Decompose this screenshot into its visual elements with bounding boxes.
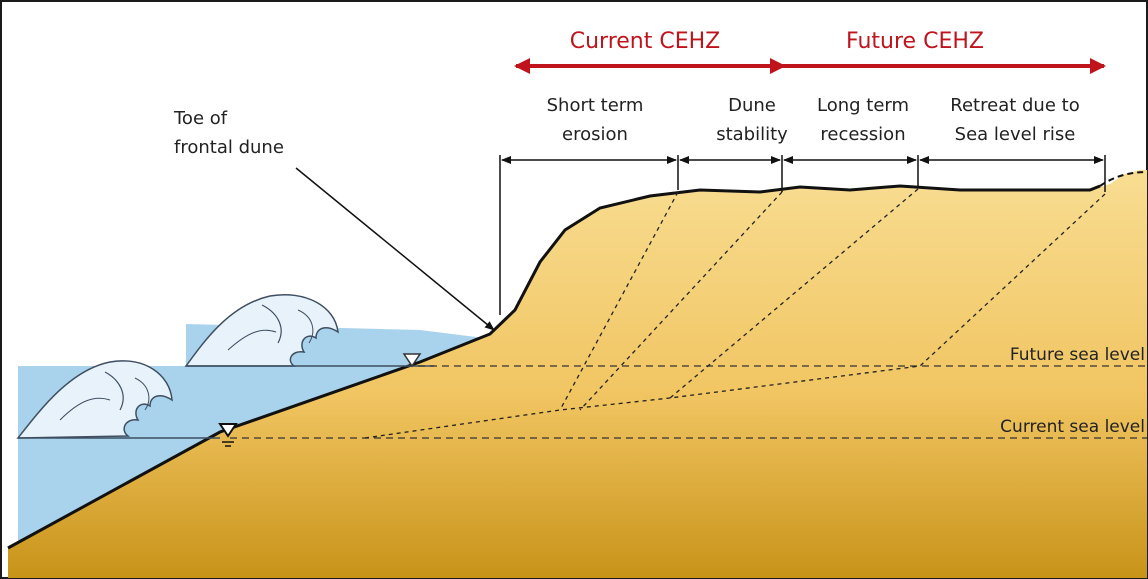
toe-pointer-arrow xyxy=(295,167,495,331)
future-sea-level-label: Future sea level xyxy=(1010,345,1145,365)
dune-stability-label-2: stability xyxy=(716,124,788,145)
future-water-level-icon xyxy=(402,353,422,368)
wave-upper-icon xyxy=(184,294,434,367)
short-term-label-2: erosion xyxy=(562,124,628,145)
toe-label-line2: frontal dune xyxy=(174,137,284,158)
future-profile-dashed xyxy=(1099,171,1148,187)
cehz-divider-arrow xyxy=(770,58,786,74)
long-term-label-2: recession xyxy=(820,124,905,145)
wave-lower-icon xyxy=(16,360,220,439)
erosion-profile-lines xyxy=(364,188,1106,439)
toe-label-line1: Toe of xyxy=(173,108,228,129)
retreat-label-1: Retreat due to xyxy=(950,95,1079,116)
long-term-label-1: Long term xyxy=(817,95,909,116)
dune-stability-label-1: Dune xyxy=(728,95,776,116)
retreat-label-2: Sea level rise xyxy=(955,124,1076,145)
current-cehz-label: Current CEHZ xyxy=(570,29,721,54)
current-sea-level-label: Current sea level xyxy=(1000,417,1145,437)
dune-sand xyxy=(8,170,1147,578)
current-water-level-icon xyxy=(218,423,238,447)
future-cehz-label: Future CEHZ xyxy=(846,29,984,54)
short-term-label-1: Short term xyxy=(547,95,644,116)
segment-ticks xyxy=(499,155,1106,315)
beach-profile-line xyxy=(7,184,1101,550)
